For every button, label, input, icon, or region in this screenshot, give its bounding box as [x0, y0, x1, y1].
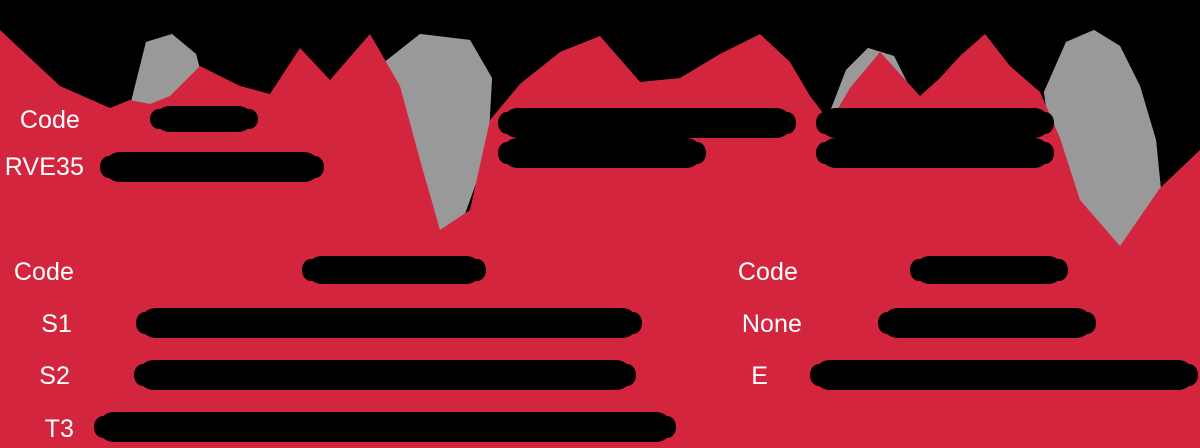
field-label: S1	[41, 310, 72, 338]
redaction-bar	[94, 412, 676, 442]
redaction-bar	[816, 108, 1054, 138]
field-label: E	[751, 362, 768, 390]
redaction-bar	[150, 106, 258, 132]
field-label: Code	[737, 258, 798, 286]
field-label: T3	[44, 415, 74, 443]
redaction-bar	[498, 138, 706, 168]
redaction-bar	[816, 138, 1054, 168]
field-label: S2	[39, 362, 70, 390]
redaction-bar	[134, 360, 636, 390]
redaction-bar	[910, 256, 1068, 284]
field-label: RVE35	[4, 153, 84, 181]
field-label: None	[741, 310, 802, 338]
redaction-bar	[498, 108, 796, 138]
redaction-bar	[136, 308, 642, 338]
field-label: Code	[19, 106, 80, 134]
redaction-bar	[810, 360, 1198, 390]
redaction-bar	[878, 308, 1096, 338]
field-label: Code	[13, 258, 74, 286]
redaction-bar	[302, 256, 486, 284]
redaction-bar	[100, 152, 324, 182]
